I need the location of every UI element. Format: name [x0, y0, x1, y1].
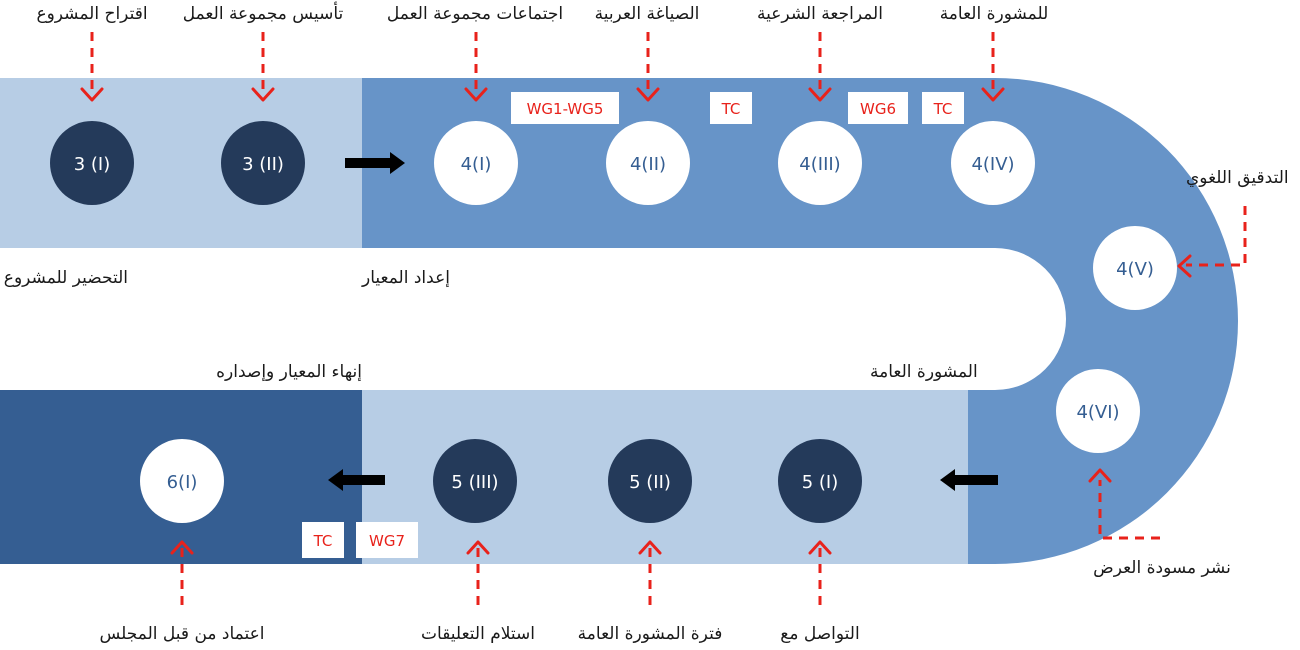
stage-desc: اقتراح المشروع — [36, 4, 148, 24]
stage-desc: المراجعة الشرعية — [757, 4, 883, 24]
stage-code: 4(I) — [461, 154, 492, 175]
pointer-head — [80, 87, 104, 102]
badge-label: TC — [313, 532, 333, 550]
badge-label: WG1-WG5 — [527, 100, 604, 118]
stage-circle — [433, 439, 517, 523]
stage-circle — [1093, 226, 1177, 310]
stage-desc: اجتماعات مجموعة العمل — [386, 4, 564, 24]
stage-desc: التواصل مع — [780, 624, 860, 644]
pointer-head — [251, 87, 275, 102]
badge-label: WG7 — [369, 532, 405, 550]
stage-code: 5 (II) — [629, 472, 671, 493]
stage-circle — [140, 439, 224, 523]
stage-circle — [221, 121, 305, 205]
stage-circle — [606, 121, 690, 205]
stage-desc: استلام التعليقات — [421, 624, 535, 644]
phase-label-consult: المشورة العامة — [870, 362, 978, 382]
stage-circle — [951, 121, 1035, 205]
badge-label: TC — [721, 100, 741, 118]
pointer-head — [638, 540, 662, 555]
stage-code: 5 (III) — [451, 472, 498, 493]
stage-desc: نشر مسودة العرض — [1093, 558, 1231, 578]
stage-desc: فترة المشورة العامة — [577, 624, 723, 644]
pointer-head — [1088, 468, 1112, 483]
flow-arrow — [345, 152, 405, 174]
pointer-head — [466, 540, 490, 555]
phase-label-prep: التحضير للمشروع — [3, 268, 128, 288]
pointer-head — [464, 87, 488, 102]
stage-circle — [608, 439, 692, 523]
badge-label: TC — [933, 100, 953, 118]
badge-box — [848, 92, 908, 124]
badge-label: WG6 — [860, 100, 896, 118]
stage-code: 5 (I) — [802, 472, 839, 493]
pointer-head — [981, 87, 1005, 102]
pointer-head — [808, 87, 832, 102]
stage-code: 3 (II) — [242, 154, 284, 175]
stage-desc: اعتماد من قبل المجلس — [99, 624, 265, 644]
phase-label-prepare: إعداد المعيار — [362, 268, 450, 288]
band-standard-preparation — [362, 78, 1238, 564]
stage-code: 6(I) — [167, 472, 198, 493]
badge-box — [511, 92, 619, 124]
flow-arrow — [328, 469, 385, 491]
stage-desc: للمشورة العامة — [939, 4, 1049, 24]
pointer-head — [1177, 254, 1192, 278]
badge-box — [302, 522, 344, 558]
stage-code: 3 (I) — [74, 154, 111, 175]
stage-circle — [50, 121, 134, 205]
pointer-line — [1098, 480, 1160, 540]
stage-code: 4(II) — [630, 154, 666, 175]
stage-desc: تأسيس مجموعة العمل — [182, 4, 344, 24]
stage-code: 4(V) — [1116, 259, 1154, 280]
stage-circle — [778, 439, 862, 523]
pointer-line — [1186, 206, 1247, 267]
pointer-head — [636, 87, 660, 102]
badge-box — [922, 92, 964, 124]
stage-circle — [1056, 369, 1140, 453]
pointer-head — [808, 540, 832, 555]
badge-box — [710, 92, 752, 124]
phase-label-finish: إنهاء المعيار وإصداره — [216, 362, 362, 382]
flow-arrow — [940, 469, 998, 491]
stage-code: 4(VI) — [1076, 402, 1119, 423]
stage-circle — [778, 121, 862, 205]
stage-desc: التدقيق اللغوي — [1186, 168, 1289, 188]
stage-circle — [434, 121, 518, 205]
badge-box — [356, 522, 418, 558]
stage-code: 4(IV) — [971, 154, 1014, 175]
stage-desc: الصياغة العربية — [594, 4, 700, 24]
stage-code: 4(III) — [799, 154, 840, 175]
pointer-head — [170, 540, 194, 555]
